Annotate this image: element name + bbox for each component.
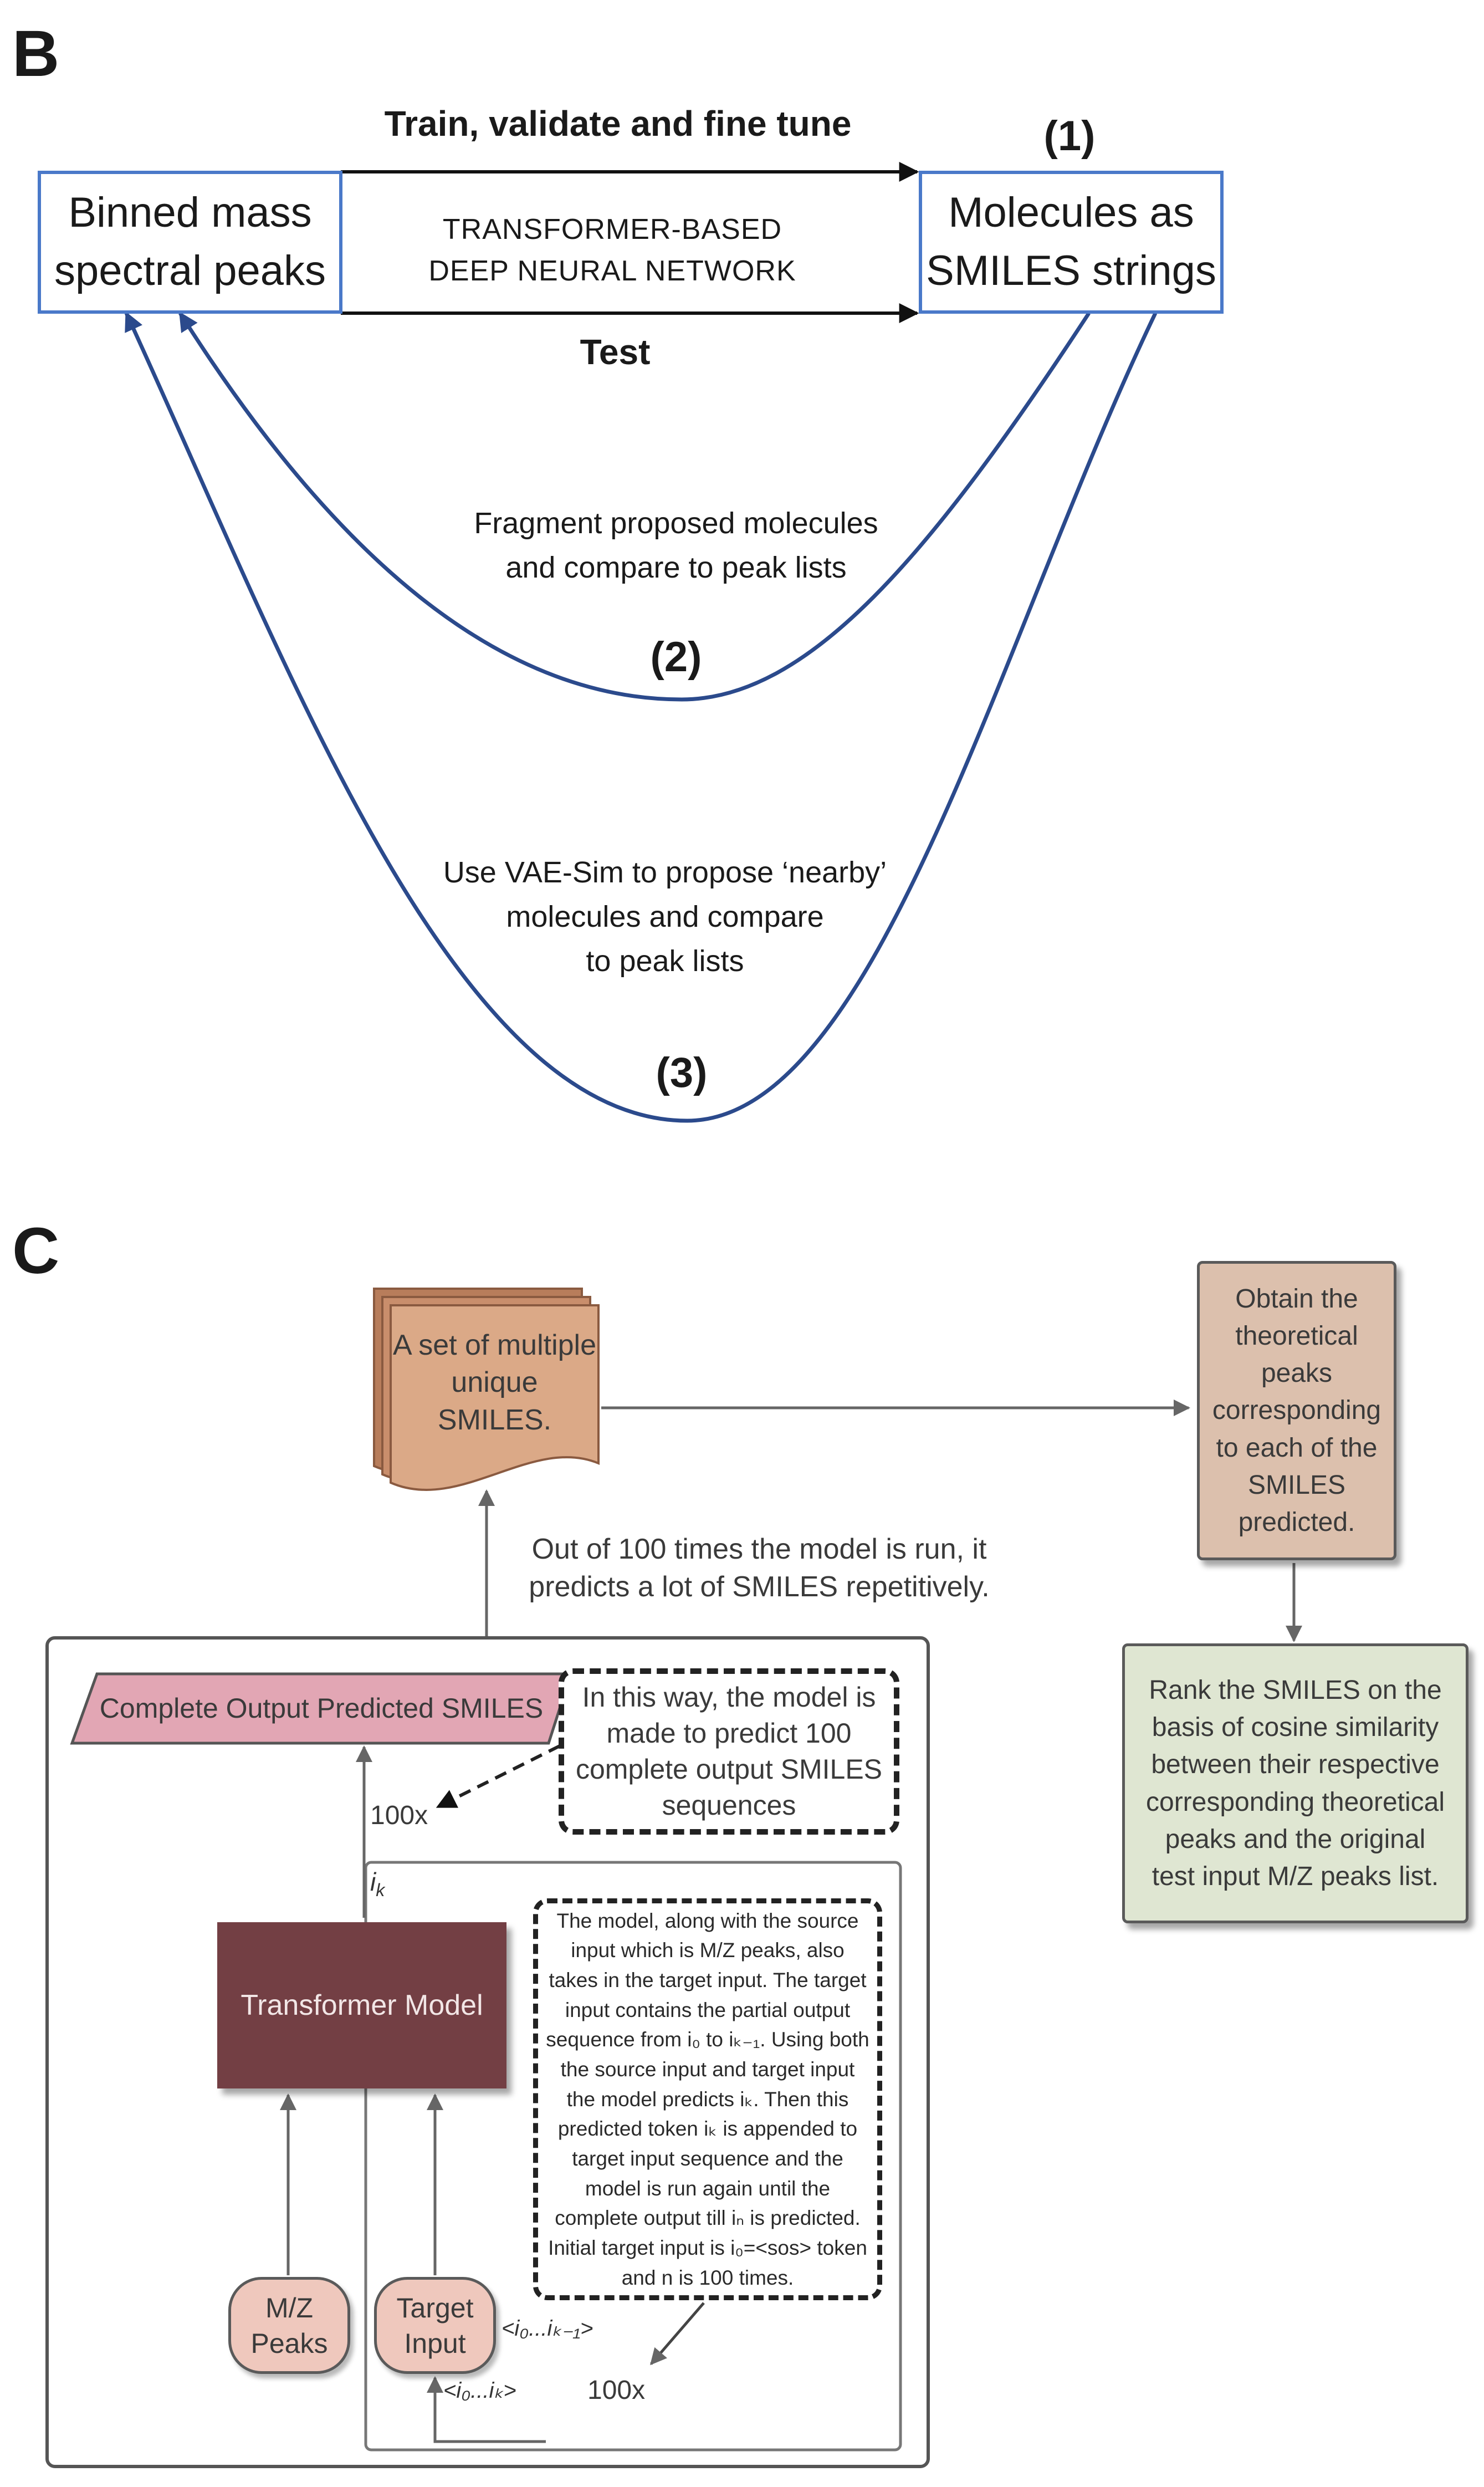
panel-c-label: C xyxy=(12,1214,60,1288)
mz-peaks-line2: Peaks xyxy=(250,2327,328,2359)
outer-container xyxy=(45,1636,930,2468)
binned-peaks-box: Binned mass spectral peaks xyxy=(38,171,342,314)
obtain-line7: predicted. xyxy=(1238,1507,1355,1537)
mz-peaks-pill: M/Z Peaks xyxy=(228,2277,350,2374)
target-input-pill: Target Input xyxy=(374,2277,496,2374)
loop-3-text: Use VAE-Sim to propose ‘nearby’ molecule… xyxy=(388,842,942,992)
model-note-line6: the source input and target input xyxy=(560,2058,855,2081)
train-label: Train, validate and fine tune xyxy=(384,104,852,144)
loop-3-line2: molecules and compare xyxy=(506,900,824,934)
model-note-line4: input contains the partial output xyxy=(565,1998,851,2021)
inner-container xyxy=(364,1861,902,2452)
complete-output-shape xyxy=(70,1672,573,1745)
rank-line6: test input M/Z peaks list. xyxy=(1152,1861,1439,1891)
loop-2-line1: Fragment proposed molecules xyxy=(474,507,878,540)
seq-curr-label: <i₀...iₖ> xyxy=(443,2378,516,2403)
note-to-count-arrow xyxy=(650,2302,705,2366)
way-note-line4: sequences xyxy=(662,1790,796,1821)
obtain-line5: to each of the xyxy=(1216,1433,1378,1463)
obtain-line3: peaks xyxy=(1261,1359,1333,1388)
model-note-line1: The model, along with the source xyxy=(556,1909,859,1932)
way-note-line3: complete output SMILES xyxy=(575,1754,883,1785)
obtain-line4: corresponding xyxy=(1212,1396,1381,1426)
way-note-box: In this way, the model is made to predic… xyxy=(559,1668,899,1835)
model-note-line5: sequence from i₀ to iₖ₋₁. Using both xyxy=(546,2028,869,2051)
model-note-line3: takes in the target input. The target xyxy=(549,1969,867,1992)
repeat-note-line1: Out of 100 times the model is run, it xyxy=(531,1533,987,1566)
smiles-set-line2: unique SMILES. xyxy=(437,1366,552,1436)
binned-peaks-line1: Binned mass xyxy=(68,189,312,237)
mz-peaks-line1: M/Z xyxy=(265,2292,314,2323)
smiles-strings-box: Molecules as SMILES strings xyxy=(919,171,1224,314)
panel-b-label: B xyxy=(12,17,60,90)
model-note-line9: target input sequence and the xyxy=(572,2147,843,2170)
rank-line5: peaks and the original xyxy=(1165,1824,1426,1854)
repeat-note-line2: predicts a lot of SMILES repetitively. xyxy=(529,1571,990,1603)
smiles-strings-line1: Molecules as xyxy=(948,189,1194,237)
transformer-network-label: TRANSFORMER-BASED DEEP NEURAL NETWORK xyxy=(355,206,870,295)
way-note-line2: made to predict 100 xyxy=(606,1718,852,1749)
obtain-line2: theoretical xyxy=(1235,1321,1358,1351)
ik-base: i xyxy=(370,1867,376,1896)
smiles-set-line1: A set of multiple xyxy=(392,1329,597,1361)
rank-line4: corresponding theoretical xyxy=(1146,1787,1445,1817)
model-note-line10: model is run again until the xyxy=(585,2177,831,2200)
transformer-model-box: Transformer Model xyxy=(217,1922,506,2088)
seq-prev-label: <i₀...iₖ₋₁> xyxy=(502,2316,593,2341)
rank-smiles-box: Rank the SMILES on the basis of cosine s… xyxy=(1122,1643,1468,1923)
model-note-line11: complete output till iₙ is predicted. xyxy=(555,2207,861,2230)
target-input-line2: Input xyxy=(404,2327,466,2359)
obtain-line1: Obtain the xyxy=(1235,1284,1358,1314)
smiles-set-shape xyxy=(373,1288,600,1491)
model-note-box: The model, along with the source input w… xyxy=(533,1898,882,2300)
transformer-network-line1: TRANSFORMER-BASED xyxy=(442,213,782,246)
obtain-line6: SMILES xyxy=(1247,1470,1346,1500)
transformer-network-line2: DEEP NEURAL NETWORK xyxy=(428,255,796,287)
rank-line1: Rank the SMILES on the xyxy=(1149,1675,1442,1705)
count-bottom-label: 100x xyxy=(587,2376,646,2405)
ik-label: ik xyxy=(370,1867,385,1901)
ik-subscript: k xyxy=(376,1880,385,1901)
repeat-note: Out of 100 times the model is run, it pr… xyxy=(482,1527,1036,1610)
loop-3-curve xyxy=(124,311,1158,1123)
way-note-dashed-arrow xyxy=(436,1744,561,1809)
binned-peaks-line2: spectral peaks xyxy=(54,247,326,294)
loop-3-line3: to peak lists xyxy=(586,944,744,978)
target-input-line1: Target xyxy=(396,2292,474,2323)
smiles-set-text: A set of multiple unique SMILES. xyxy=(391,1329,598,1436)
model-note-line13: and n is 100 times. xyxy=(621,2266,794,2289)
loop-2-text: Fragment proposed molecules and compare … xyxy=(399,496,953,596)
smiles-strings-line2: SMILES strings xyxy=(926,247,1216,294)
model-note-line7: the model predicts iₖ. Then this xyxy=(566,2087,849,2111)
way-note-line1: In this way, the model is xyxy=(582,1682,876,1713)
rank-line3: between their respective xyxy=(1151,1750,1440,1780)
rank-line2: basis of cosine similarity xyxy=(1152,1713,1439,1743)
model-note-line8: predicted token iₖ is appended to xyxy=(557,2117,858,2141)
step-2-label: (2) xyxy=(650,633,702,681)
step-3-label: (3) xyxy=(656,1049,708,1096)
count-top-label: 100x xyxy=(370,1801,428,1830)
complete-output-label: Complete Output Predicted SMILES xyxy=(99,1693,544,1724)
model-note-line2: input which is M/Z peaks, also xyxy=(571,1939,845,1962)
test-label: Test xyxy=(580,332,651,372)
obtain-peaks-box: Obtain the theoretical peaks correspondi… xyxy=(1197,1261,1396,1560)
loop-2-curve xyxy=(178,311,1091,702)
model-note-line12: Initial target input is i₀=<sos> token xyxy=(548,2236,867,2259)
step-1-label: (1) xyxy=(1043,112,1096,160)
feedback-path xyxy=(427,2376,546,2443)
loop-3-line1: Use VAE-Sim to propose ‘nearby’ xyxy=(443,856,887,890)
loop-2-line2: and compare to peak lists xyxy=(505,551,847,584)
